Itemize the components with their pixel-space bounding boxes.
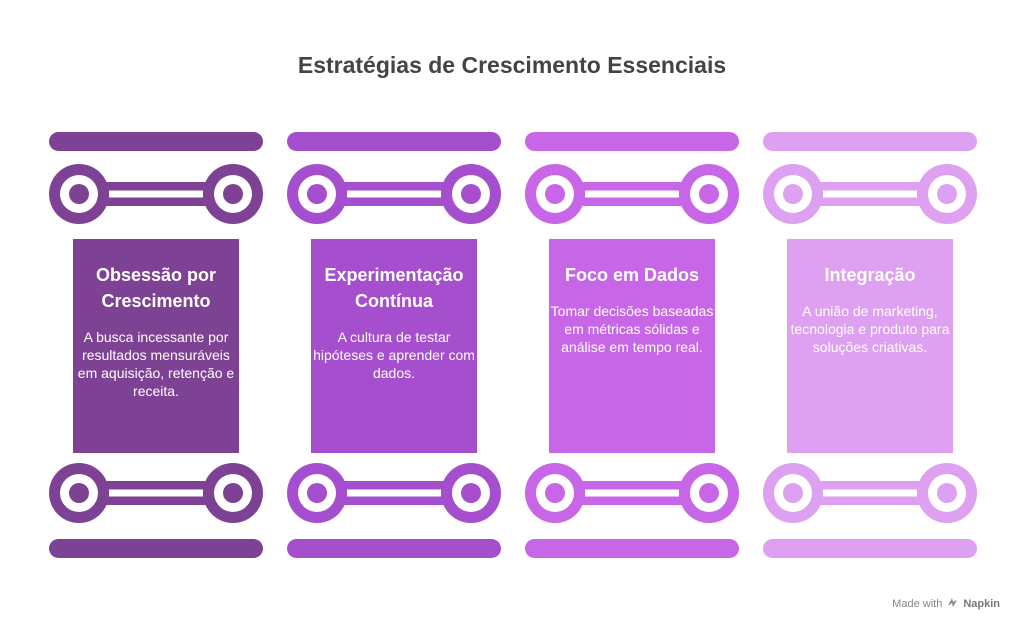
pillar-4-text: Integração A união de marketing, tecnolo… — [787, 262, 953, 356]
pillar-1-description: A busca incessante por resultados mensur… — [77, 329, 235, 399]
pillar-3-heading: Foco em Dados — [564, 265, 700, 285]
diagram-title: Estratégias de Crescimento Essenciais — [297, 52, 727, 78]
pillar-3-text: Foco em Dados Tomar decisões baseadas em… — [549, 262, 715, 356]
napkin-logo-icon — [947, 597, 958, 611]
made-with-label: Made with — [892, 598, 943, 610]
napkin-brand: Napkin — [963, 598, 1000, 610]
pillar-2-column — [287, 132, 501, 558]
pillar-1-heading: Obsessão por Crescimento — [95, 265, 217, 311]
pillar-3-column — [525, 132, 739, 558]
pillar-4-description: A união de marketing, tecnologia e produ… — [790, 303, 950, 355]
pillar-1-column — [49, 132, 263, 558]
pillar-4: Integração A união de marketing, tecnolo… — [763, 0, 977, 631]
pillar-4-heading: Integração — [824, 265, 916, 285]
pillar-1: Obsessão por Crescimento A busca incessa… — [49, 0, 263, 631]
pillar-2: Experimentação Contínua A cultura de tes… — [287, 0, 501, 631]
napkin-watermark: Made with Napkin — [892, 597, 1000, 611]
pillar-2-description: A cultura de testar hipóteses e aprender… — [313, 329, 475, 381]
pillar-3: Foco em Dados Tomar decisões baseadas em… — [525, 0, 739, 631]
pillar-3-description: Tomar decisões baseadas em métricas sóli… — [550, 303, 714, 355]
pillar-2-heading: Experimentação Contínua — [324, 265, 464, 311]
pillar-1-text: Obsessão por Crescimento A busca incessa… — [73, 262, 239, 400]
pillar-4-column — [763, 132, 977, 558]
pillar-2-text: Experimentação Contínua A cultura de tes… — [311, 262, 477, 382]
